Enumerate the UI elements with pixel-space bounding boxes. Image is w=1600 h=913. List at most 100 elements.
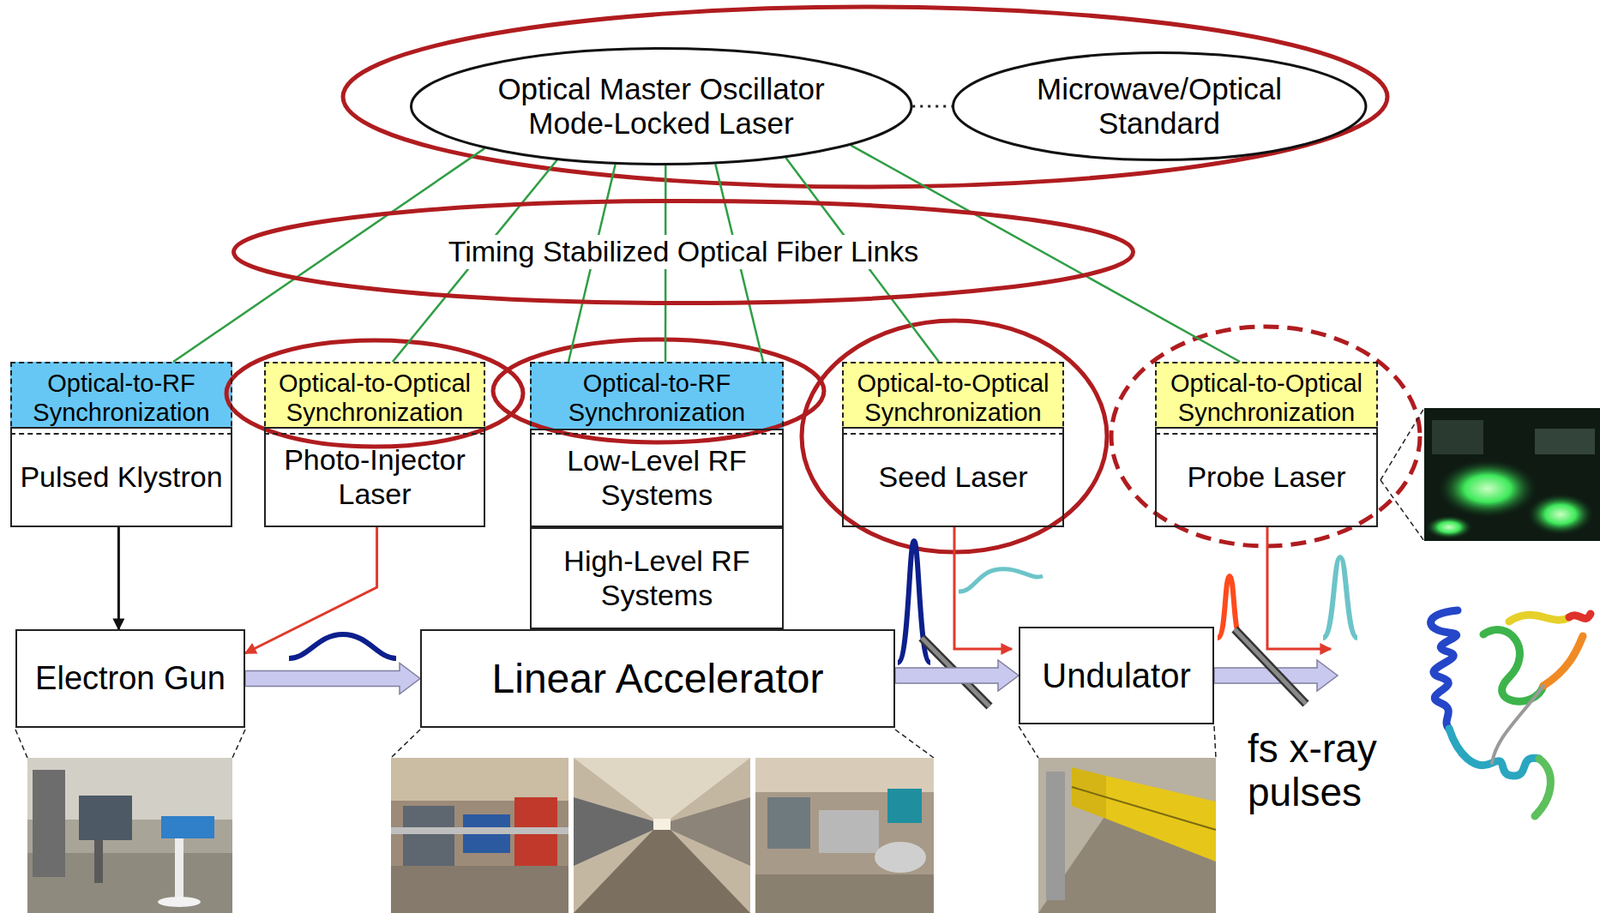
photo-undulator [1071, 767, 1107, 819]
node-text: Timing Stabilized Optical Fiber Links [443, 234, 925, 269]
sync-box: Optical-to-RF Synchronization [10, 361, 233, 435]
node-text: Linear Accelerator [492, 655, 825, 703]
sync-box: Optical-to-Optical Synchronization [1154, 361, 1378, 435]
box-fill [1154, 427, 1378, 528]
laser-arrow [245, 527, 378, 654]
photo-glow [1436, 458, 1540, 519]
beamline-box: Linear Accelerator [420, 629, 896, 728]
fiber-link [173, 148, 485, 362]
beamline-box: Undulator [1018, 626, 1215, 725]
laser-photo [1424, 408, 1600, 542]
linac-photo [755, 757, 934, 913]
node-text: High-Level RF Systems [536, 544, 777, 612]
sync-box: Optical-to-RF Synchronization [529, 361, 784, 435]
electron-pulse [288, 634, 397, 659]
photo-equipment [174, 838, 184, 903]
node-text: Microwave/Optical Standard [1017, 72, 1301, 142]
output-label: fs x-ray pulses [1247, 727, 1398, 814]
dotted-link [912, 105, 952, 109]
photo-ground [755, 757, 934, 913]
node-text: Electron Gun [35, 660, 226, 698]
control-arrow [117, 527, 121, 630]
leader-line [1018, 726, 1039, 758]
photo-wall [573, 797, 654, 867]
leader-line [15, 729, 28, 758]
photo-wall [390, 757, 569, 801]
node-text: Optical Master Oscillator Mode-Locked La… [476, 72, 846, 142]
node-text: Optical-to-Optical Synchronization [848, 369, 1058, 428]
ellipse-border [410, 48, 911, 165]
highlight-ellipse [226, 340, 524, 447]
box-fill [420, 629, 896, 728]
xray-pulse [1323, 557, 1358, 638]
protein-helix [1569, 613, 1591, 620]
protein-helix [1509, 614, 1570, 622]
node-text: Optical-to-Optical Synchronization [270, 369, 479, 428]
beam-arrow [895, 660, 1019, 692]
leader-line [895, 729, 934, 758]
photo-line [1071, 787, 1216, 831]
ellipse-border [952, 53, 1366, 161]
box-fill [1018, 626, 1215, 725]
gun-photo [27, 757, 233, 913]
node-text: Photo-Injector Laser [270, 443, 479, 511]
highlight-ellipse [801, 320, 1107, 553]
photo-pipe [390, 827, 569, 835]
box-fills [10, 361, 1378, 728]
protein-helix [1431, 610, 1458, 729]
photo-ground [27, 757, 233, 913]
highlight-ellipse [493, 339, 825, 443]
leader-line [1380, 480, 1425, 542]
photo-equipment [818, 810, 879, 854]
system-box: Low-Level RF Systems [529, 428, 784, 528]
box-fill [1154, 361, 1378, 435]
photo-equipment [157, 896, 201, 908]
photo-equipment [78, 795, 133, 841]
system-box: Seed Laser [842, 427, 1065, 528]
sync-box: Optical-to-Optical Synchronization [842, 361, 1065, 435]
photo-floor [755, 874, 934, 913]
photo-equipment [161, 816, 215, 839]
leader-line [390, 729, 421, 758]
highlight-ellipse [342, 6, 1388, 187]
seed-beam [954, 527, 1012, 650]
photo-rack [1046, 771, 1065, 901]
protein-helix [1534, 758, 1551, 817]
mirror [1234, 629, 1306, 704]
protein-helix [1543, 636, 1583, 686]
linac-photo [573, 757, 751, 913]
photo-equipment [767, 797, 811, 849]
photo-duct [874, 842, 927, 873]
photo-equipment [94, 840, 103, 884]
box-fill [529, 361, 784, 435]
photo-undulator [1106, 775, 1216, 862]
leader-line [232, 729, 246, 758]
photo-light [653, 818, 671, 831]
photo-ground [1038, 757, 1216, 913]
box-fill [529, 527, 784, 630]
fiber-links-ellipse: Timing Stabilized Optical Fiber Links [231, 198, 1136, 306]
photo-equipment [32, 769, 66, 878]
label-holder: fs x-ray pulses [1247, 727, 1398, 814]
system-box: Photo-Injector Laser [264, 427, 486, 528]
box-fill [842, 427, 1065, 528]
node-text: Pulsed Klystron [19, 460, 223, 494]
beam-arrow [245, 663, 421, 695]
photo-wall [755, 757, 934, 793]
node-text: Optical-to-RF Synchronization [536, 369, 777, 428]
node-text: Seed Laser [878, 460, 1029, 494]
node-text: Optical-to-RF Synchronization [17, 369, 226, 428]
linac-photo [390, 757, 569, 913]
photo-leaders [15, 408, 1425, 758]
beamline-box: Electron Gun [15, 629, 246, 728]
standard-ellipse: Microwave/Optical Standard [951, 51, 1367, 162]
mirror [1234, 629, 1306, 704]
photo-floor [390, 866, 569, 913]
photo-glow [1425, 515, 1474, 540]
protein-coil [1491, 685, 1544, 764]
undulator-photo [1038, 757, 1216, 913]
node-text: Undulator [1041, 655, 1191, 696]
photo-ground [1424, 408, 1600, 542]
